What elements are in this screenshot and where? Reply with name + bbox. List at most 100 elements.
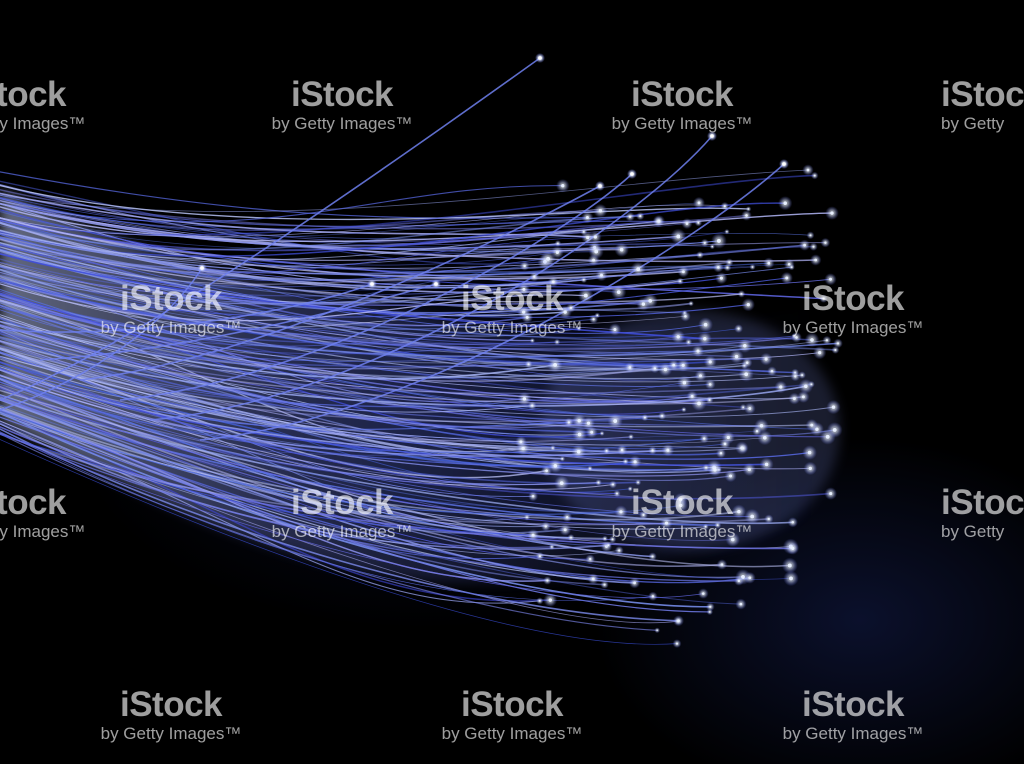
fiber-tip <box>806 168 810 172</box>
fiber-strand <box>0 171 588 219</box>
stray-fiber <box>0 283 373 333</box>
fiber-tip <box>544 525 548 528</box>
fiber-tip <box>809 234 812 237</box>
fiber-tip <box>629 488 631 490</box>
fiber-tip <box>531 533 535 537</box>
fiber-tip <box>590 430 594 434</box>
fiber-strand <box>0 361 636 468</box>
fiber-tip <box>818 351 822 355</box>
fiber-tip <box>723 205 726 208</box>
fiber-tip <box>697 201 701 205</box>
fiber-tip <box>814 258 818 262</box>
fiber-tip <box>672 363 676 367</box>
fiber-tip <box>726 231 728 233</box>
fiber-tip <box>744 372 749 377</box>
fiber-strand <box>0 416 710 613</box>
fiber-tip <box>563 528 567 532</box>
fiber-tip <box>791 521 795 524</box>
fiber-strand <box>0 369 563 460</box>
fiber-tip <box>690 394 694 398</box>
fiber-tip <box>770 369 774 373</box>
fiber-tip <box>636 267 641 272</box>
fiber-tip <box>681 363 685 367</box>
fiber-tip <box>747 208 750 210</box>
fiber-tip <box>592 318 595 321</box>
fiber-tip <box>586 235 590 240</box>
fiber-tip <box>519 440 523 444</box>
fiber-tip <box>803 243 806 247</box>
stray-fiber <box>0 267 203 411</box>
fiber-tip <box>791 546 795 550</box>
fiber-tip <box>664 521 669 525</box>
fiber-tip <box>737 509 741 514</box>
fiber-tip <box>737 579 741 583</box>
fiber-tip <box>683 408 685 411</box>
fiber-tip <box>642 513 645 517</box>
fiber-tip <box>597 481 600 484</box>
fiber-tip <box>666 448 670 452</box>
fiber-tip <box>794 375 797 378</box>
fiber-tip <box>834 349 837 351</box>
stray-fiber-tip <box>370 282 374 286</box>
fiber-tip <box>557 242 559 245</box>
fiber-tip <box>832 427 837 432</box>
fiber-tip <box>592 258 596 262</box>
fiber-tip <box>716 524 719 526</box>
fiber-strand <box>0 367 767 467</box>
fiber-tip <box>716 238 721 243</box>
fiber-strand <box>0 433 534 536</box>
fiber-tip <box>685 222 689 225</box>
fiber-tip <box>546 256 551 261</box>
fiber-tip <box>687 341 690 343</box>
fiber-strand <box>0 347 812 428</box>
fiber-tip <box>628 366 632 369</box>
fiber-tip <box>651 555 654 558</box>
fiber-strand <box>0 367 632 442</box>
fiber-tip <box>679 280 682 283</box>
fiber-strand <box>0 348 528 521</box>
fiber-tip <box>742 406 745 409</box>
fiber-tip <box>703 241 706 244</box>
fiber-strand <box>0 381 707 475</box>
fiber-tip <box>675 642 679 645</box>
fiber-tip <box>783 201 787 205</box>
stray-fiber <box>149 135 713 421</box>
fiber-tip <box>637 481 639 484</box>
fiber-strand <box>0 387 667 525</box>
fiber-strand <box>0 408 548 582</box>
fiber-tip <box>619 247 624 252</box>
fiber-tip <box>825 339 829 342</box>
fiber-strand <box>0 336 631 493</box>
fiber-tip <box>531 404 534 407</box>
fiber-tip <box>787 563 792 568</box>
fiber-tip <box>709 611 711 613</box>
fiber-tip <box>526 516 528 519</box>
fiber-strand <box>0 355 579 453</box>
fiber-strand <box>0 339 806 407</box>
fiber-tip <box>644 416 646 419</box>
fiber-tip <box>825 434 830 439</box>
stray-fiber-tip <box>434 282 438 286</box>
fiber-tip <box>521 446 525 451</box>
stray-fiber <box>39 283 437 361</box>
fiber-tip <box>810 383 813 386</box>
fiber-tip <box>576 449 581 454</box>
fiber-tip <box>525 315 529 319</box>
fiber-strand <box>0 215 641 251</box>
fiber-strand <box>0 405 740 521</box>
fiber-tip <box>747 467 751 472</box>
fiber-tip <box>713 468 717 472</box>
fiber-tip <box>598 209 603 213</box>
fiber-tip <box>729 474 733 478</box>
fiber-tip <box>708 383 712 386</box>
fiber-tip <box>734 354 739 359</box>
stray-fiber-tip <box>710 134 714 138</box>
fiber-tip <box>801 395 805 399</box>
fiber-tip <box>737 327 740 330</box>
fiber-tip <box>663 367 668 372</box>
fiber-tip <box>523 264 526 268</box>
fiber-tip <box>555 250 560 254</box>
fiber-strand <box>0 306 558 355</box>
